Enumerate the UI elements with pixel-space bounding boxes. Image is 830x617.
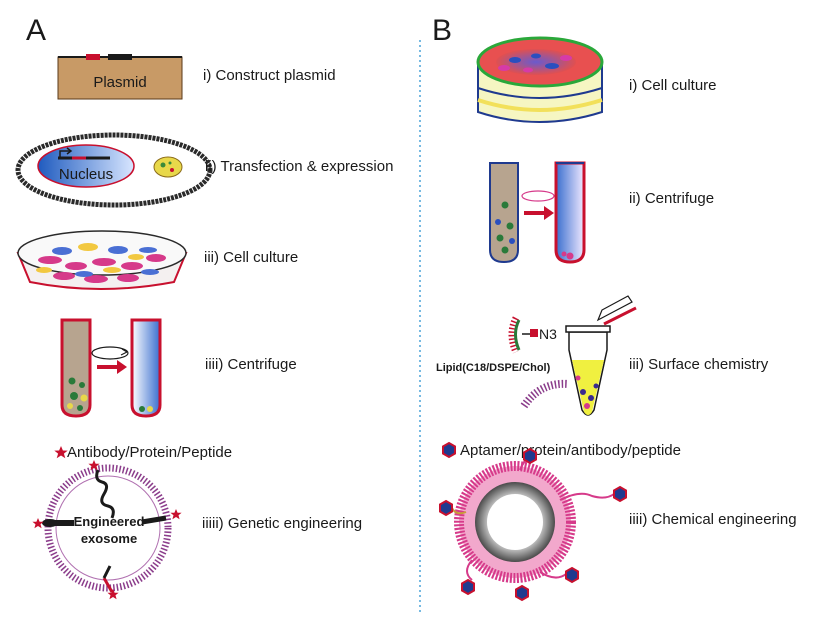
star-icon (107, 589, 119, 600)
exosome-label-line1: Engineered (74, 514, 145, 529)
centrifuge-tubes-icon (489, 161, 586, 264)
lipid-label: Lipid(C18/DSPE/Chol) (436, 362, 551, 374)
left-step-3-label: iii) Cell culture (204, 249, 298, 266)
chemical-exosome-icon (451, 455, 615, 583)
hexagon-icon (515, 584, 529, 602)
hexagon-icon (461, 578, 475, 596)
star-icon (170, 509, 182, 520)
azide-label: N3 (539, 326, 557, 342)
hexagon-icon (439, 499, 453, 517)
left-step-4-label: iiii) Centrifuge (205, 356, 297, 373)
star-icon (54, 446, 68, 459)
right-step-2-label: ii) Centrifuge (629, 190, 714, 207)
petri-dish-icon (476, 36, 604, 123)
right-legend-label: Aptamer/protein/antibody/peptide (460, 442, 681, 459)
lipid-azide-icon (508, 316, 538, 354)
panel-a-letter: A (26, 14, 46, 47)
exosome-label-line2: exosome (81, 531, 137, 546)
hexagon-icon (523, 447, 537, 465)
lipid-arc-icon (520, 379, 569, 409)
hexagon-icon (613, 485, 627, 503)
cell-icon (15, 132, 213, 208)
reaction-tube-icon (565, 295, 637, 416)
panel-b-letter: B (432, 14, 452, 47)
star-icon (32, 518, 44, 529)
right-step-4-label: iiii) Chemical engineering (629, 511, 797, 528)
culture-dish-icon (16, 230, 188, 290)
nucleus-label: Nucleus (59, 166, 113, 183)
hexagon-icon (565, 566, 579, 584)
left-step-2-label: ii) Transfection & expression (205, 158, 393, 175)
left-step-1-label: i) Construct plasmid (203, 67, 336, 84)
right-step-1-label: i) Cell culture (629, 77, 717, 94)
plasmid-label: Plasmid (93, 74, 146, 91)
left-legend-label: Antibody/Protein/Peptide (67, 444, 232, 461)
plasmid-icon (57, 54, 183, 100)
left-step-5-label: iiiii) Genetic engineering (202, 515, 362, 532)
engineered-exosome-icon (42, 464, 172, 593)
star-icon (88, 460, 100, 471)
hexagon-icon (442, 441, 456, 459)
centrifuge-tubes-icon (60, 318, 162, 418)
right-step-3-label: iii) Surface chemistry (629, 356, 769, 373)
